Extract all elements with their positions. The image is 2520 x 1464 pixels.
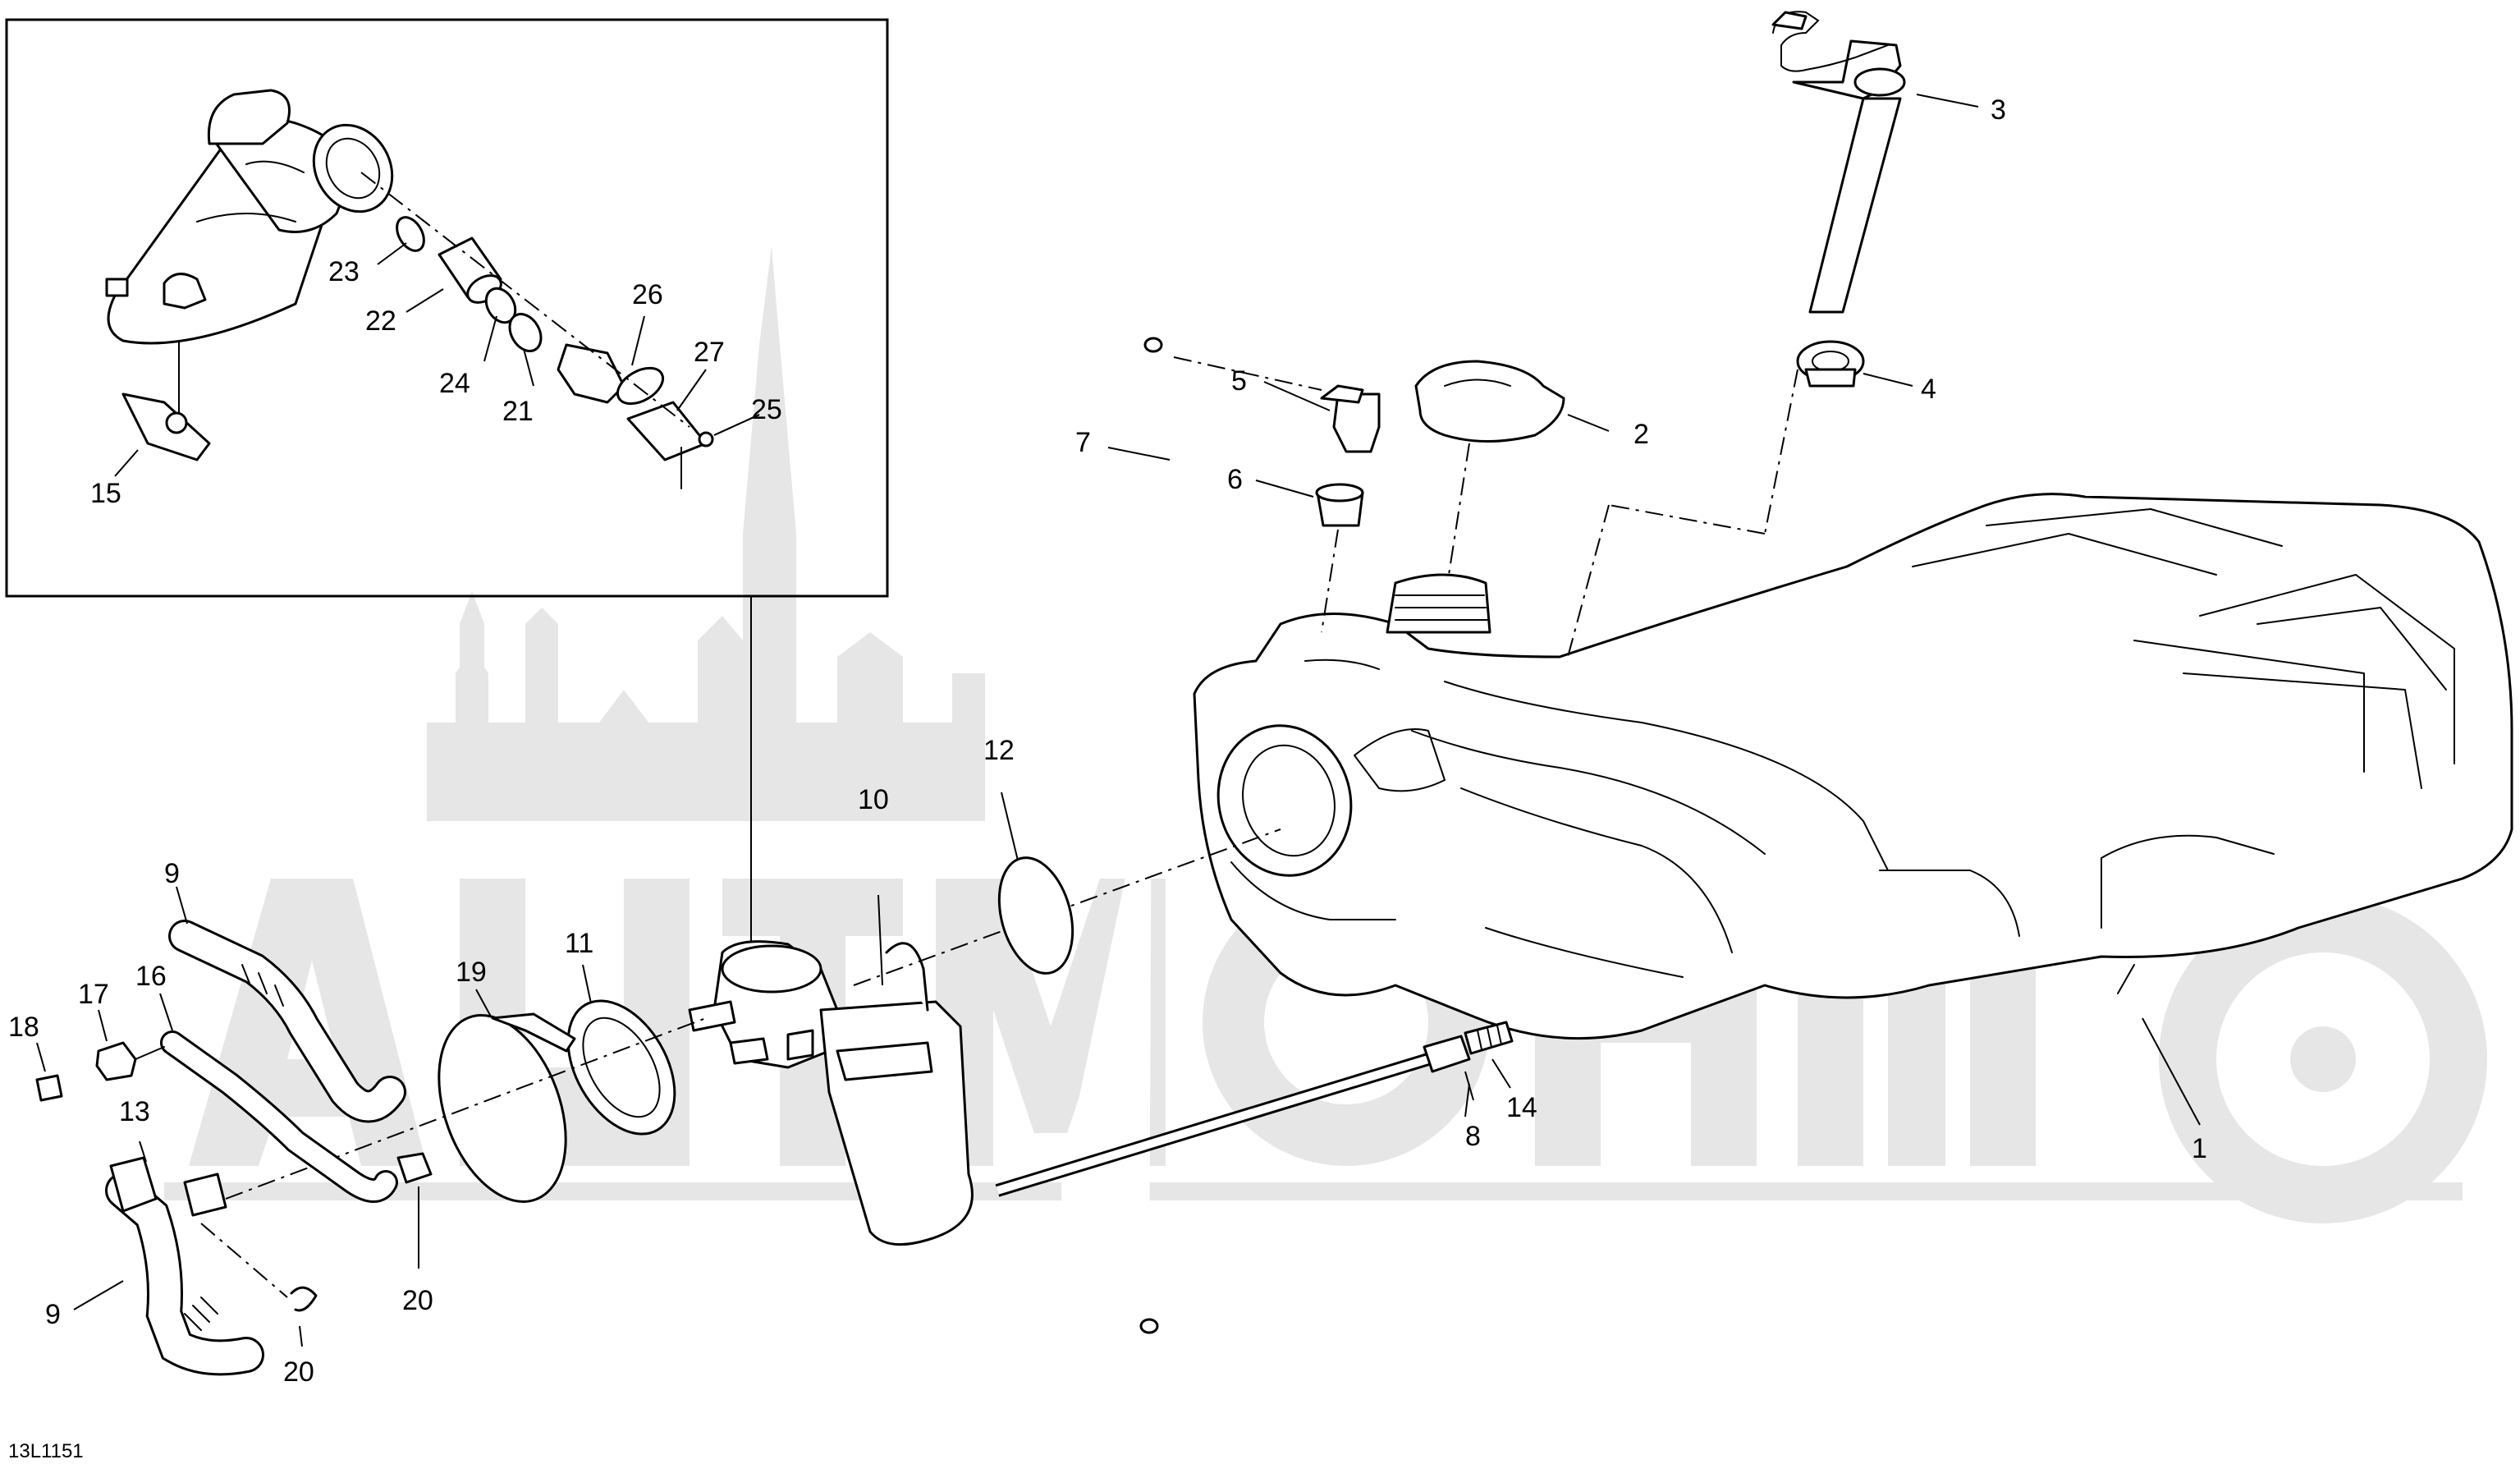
callout-3: 3 [1991,94,2006,126]
callout-7: 7 [1075,427,1091,458]
callout-16: 16 [135,961,167,992]
leader-8 [1464,1071,1474,1101]
band-clamp [225,989,707,1203]
pump-module [688,828,1281,1246]
callout-21: 21 [502,396,534,427]
callout-23: 23 [328,256,360,287]
lock-ring [566,964,676,1136]
level-sender [1567,11,1979,658]
inset-frame [5,18,889,598]
leader-1 [2142,1017,2201,1126]
callout-26: 26 [632,279,663,310]
inset-pump-module [105,89,394,345]
callout-20-right: 20 [402,1285,433,1316]
callout-1: 1 [2192,1133,2207,1164]
callout-labels: 1 2 3 4 5 6 7 8 9 9 10 11 12 13 14 15 16… [8,94,2207,1388]
callout-4: 4 [1921,374,1936,405]
callout-9-bottom: 9 [45,1299,61,1330]
rollover-valve [1173,356,1381,633]
callout-17: 17 [78,979,109,1010]
fuel-tank [1193,493,2513,1040]
callout-24: 24 [439,368,470,399]
inset-leaders [114,242,760,477]
callout-25: 25 [751,394,782,425]
callout-19: 19 [456,957,487,988]
fuel-cap [1414,360,1610,576]
callout-13: 13 [119,1096,150,1127]
inset-bracket [121,341,211,461]
callout-15: 15 [90,478,121,509]
callout-10: 10 [858,784,889,815]
callout-6: 6 [1227,464,1243,495]
hoses [73,886,406,1376]
fuel-line [995,1021,1514,1197]
callout-18: 18 [8,1012,39,1043]
callout-20-left: 20 [283,1356,314,1388]
o-ring [997,792,1074,975]
callout-14: 14 [1506,1092,1537,1123]
callout-8: 8 [1465,1121,1481,1152]
inset-filter-parts [360,172,760,489]
callout-22: 22 [365,305,396,337]
callout-2: 2 [1633,419,1649,450]
callout-11: 11 [565,928,593,959]
callout-27: 27 [694,337,725,368]
callout-5: 5 [1231,365,1247,397]
diagram-code: 13L1151 [8,1440,84,1462]
callout-9-top: 9 [164,858,180,889]
small-fasteners [35,1009,433,1347]
callout-12: 12 [983,735,1015,766]
